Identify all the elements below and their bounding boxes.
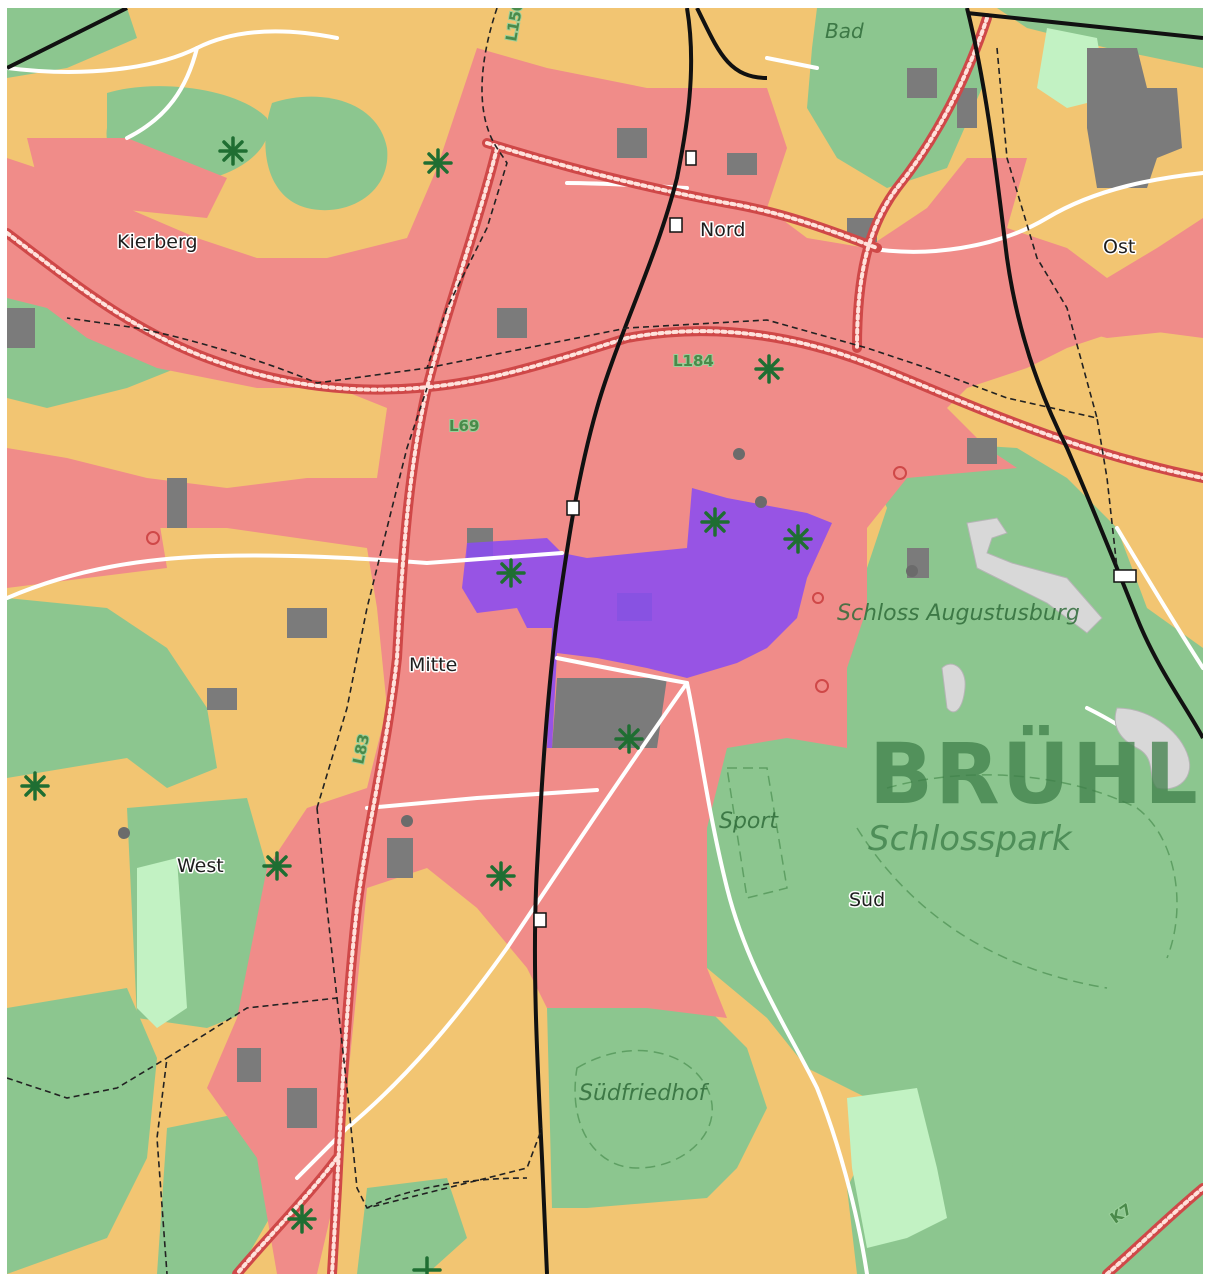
minor-roads xyxy=(7,29,1203,1274)
park-name: Schlosspark xyxy=(868,819,1073,859)
church-icon xyxy=(146,466,907,693)
district-label-sued[interactable]: Süd xyxy=(848,888,887,913)
buildings xyxy=(7,48,1182,1128)
district-label-mitte[interactable]: Mitte xyxy=(408,653,459,678)
place-label-schloss: Schloss Augustusburg xyxy=(837,601,1080,626)
railways xyxy=(7,8,1203,1274)
place-label-friedhof: Südfriedhof xyxy=(579,1081,710,1106)
train-station-icon[interactable] xyxy=(533,150,1137,928)
district-label-ost[interactable]: Ost xyxy=(1102,235,1137,260)
city-name: BRÜHL xyxy=(869,725,1200,823)
district-label-west[interactable]: West xyxy=(176,854,226,879)
place-label-bad: Bad xyxy=(825,19,864,43)
place-label-sport: Sport xyxy=(719,809,779,834)
city-map[interactable]: L184 L83 L69 K7 L150 Bad Schloss Augustu… xyxy=(7,8,1203,1274)
central-zones xyxy=(7,48,1203,1274)
green-star-icon xyxy=(20,136,813,1274)
palace-structures xyxy=(941,517,1191,790)
park-paths xyxy=(574,767,1178,1169)
road-label-l184: L184 xyxy=(673,352,714,370)
district-boundaries xyxy=(7,8,1118,1274)
major-roads xyxy=(7,13,1203,1274)
road-label-l69: L69 xyxy=(449,417,479,435)
district-label-nord[interactable]: Nord xyxy=(699,218,747,243)
tower-icon xyxy=(118,448,918,839)
district-label-kierberg[interactable]: Kierberg xyxy=(116,230,200,255)
